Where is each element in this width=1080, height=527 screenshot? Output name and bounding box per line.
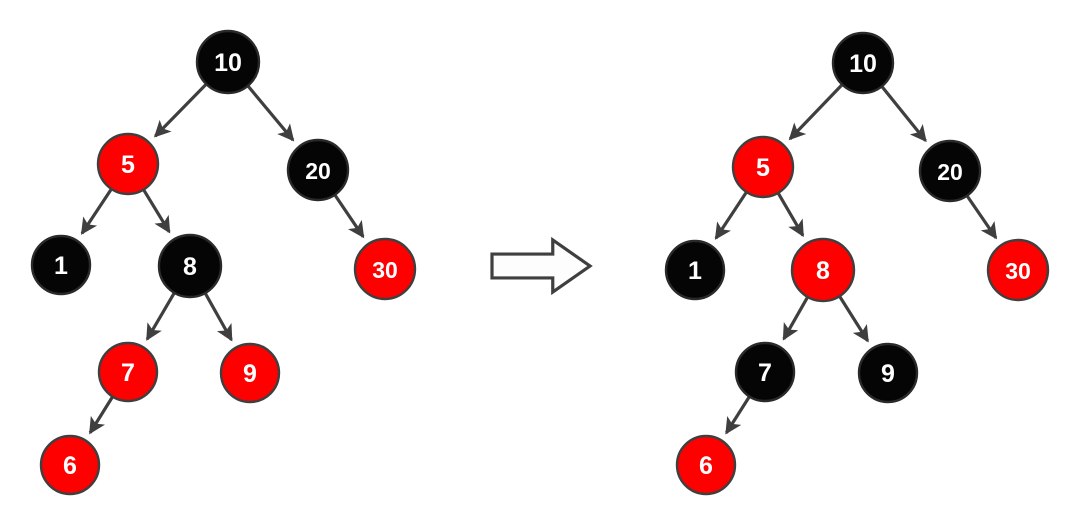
node-circle-black [286,138,350,202]
tree-node-8[interactable]: 8 [790,237,856,303]
edge-7-to-6 [88,394,115,435]
node-circle-black [918,139,982,203]
edge-5-to-1 [714,190,749,240]
node-circle-black [30,234,92,296]
tree-node-7[interactable]: 7 [97,341,159,403]
tree-node-10[interactable]: 10 [831,31,895,95]
node-label: 30 [372,257,398,283]
edge-7-to-6 [725,394,752,435]
tree-node-30[interactable]: 30 [986,238,1050,302]
node-circle-black [857,342,919,404]
node-label: 5 [121,151,135,179]
node-label: 20 [305,158,331,184]
node-circle-black [734,341,796,403]
tree-node-1[interactable]: 1 [30,234,92,296]
edge-10-to-5 [153,82,209,138]
node-label: 7 [121,359,135,387]
tree-node-10[interactable]: 10 [195,29,261,95]
node-label: 10 [214,49,242,77]
node-circle-red [353,237,417,301]
node-label: 8 [183,253,197,281]
node-circle-red [675,434,737,496]
edge-8-to-7 [782,295,810,341]
node-circle-red [219,342,281,404]
node-circle-red [986,238,1050,302]
node-label: 6 [699,452,713,480]
node-label: 20 [937,159,963,185]
edge-5-to-8 [141,187,171,234]
tree-node-9[interactable]: 9 [857,342,919,404]
node-label: 8 [816,257,830,285]
left-tree-before-edges [80,82,365,435]
tree-node-6[interactable]: 6 [675,434,737,496]
edge-20-to-30 [332,193,365,239]
edge-5-to-1 [80,187,114,235]
left-tree-before-nodes: 10 5 20 1 8 30 7 9 6 [30,29,417,496]
node-label: 6 [63,452,77,480]
edge-8-to-9 [837,294,870,343]
tree-node-5[interactable]: 5 [96,132,160,196]
edge-10-to-5 [788,82,845,141]
tree-node-6[interactable]: 6 [39,434,101,496]
node-circle-black [157,233,223,299]
node-label: 7 [758,359,772,387]
tree-node-20[interactable]: 20 [286,138,350,202]
tree-node-5[interactable]: 5 [731,135,795,199]
edge-5-to-8 [776,191,805,238]
tree-node-30[interactable]: 30 [353,237,417,301]
nodes-layer: 10 5 20 1 8 30 7 9 6 10 5 20 1 8 30 7 9 6 [30,29,1050,496]
right-tree-after-nodes: 10 5 20 1 8 30 7 9 6 [664,31,1050,496]
tree-node-8[interactable]: 8 [157,233,223,299]
node-circle-red [790,237,856,303]
tree-node-9[interactable]: 9 [219,342,281,404]
right-tree-after-edges [714,82,998,435]
node-label: 1 [54,252,68,280]
edge-8-to-9 [203,291,233,342]
node-circle-red [96,132,160,196]
right-arrow-icon [490,236,593,296]
node-label: 10 [849,50,877,78]
node-circle-black [664,239,726,301]
edges-layer [80,82,998,435]
node-label: 5 [756,154,770,182]
node-circle-black [831,31,895,95]
node-label: 1 [688,257,702,285]
tree-node-1[interactable]: 1 [664,239,726,301]
node-circle-black [195,29,261,95]
edge-10-to-20 [245,84,295,142]
edge-20-to-30 [965,193,998,240]
node-circle-red [39,434,101,496]
node-label: 9 [243,360,257,388]
node-label: 9 [881,360,895,388]
tree-node-20[interactable]: 20 [918,139,982,203]
node-label: 30 [1005,258,1031,284]
node-circle-red [97,341,159,403]
tree-node-7[interactable]: 7 [734,341,796,403]
node-circle-red [731,135,795,199]
edge-8-to-7 [145,291,177,341]
edge-10-to-20 [879,84,927,143]
